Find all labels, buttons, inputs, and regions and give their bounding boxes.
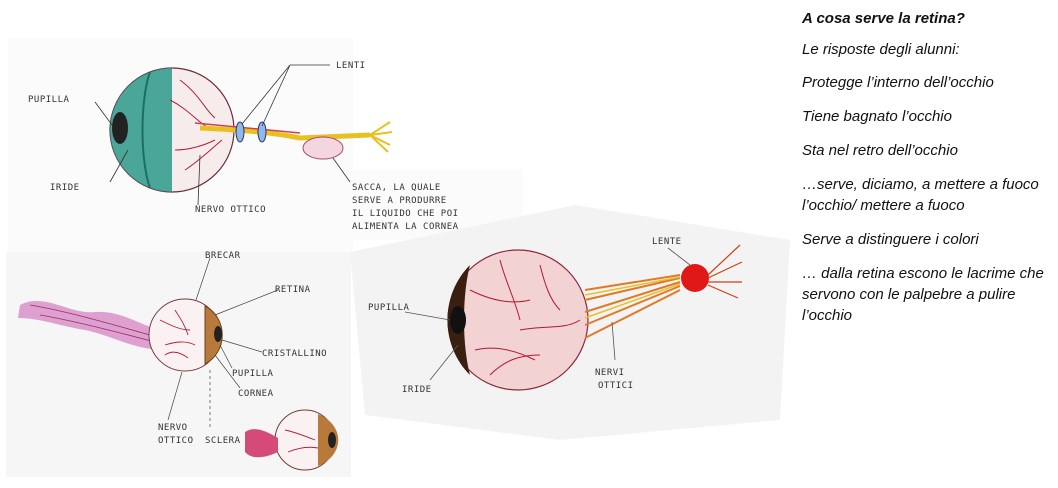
label-pupilla-bl: PUPILLA — [232, 369, 274, 379]
label-sacca-3: IL LIQUIDO CHE POI — [352, 209, 459, 219]
drawing-bottom-left: BRECAR RETINA CRISTALLINO PUPILLA CORNEA… — [6, 251, 351, 477]
panel-intro: Le risposte degli alunni: — [802, 41, 1052, 58]
label-retina: RETINA — [275, 285, 311, 295]
label-pupilla-top: PUPILLA — [28, 95, 70, 105]
answer-item: … dalla retina escono le lacrime che ser… — [802, 263, 1052, 326]
drawing-top-left: LENTI PUPILLA IRIDE NERVO OTTICO SACCA, … — [8, 38, 523, 253]
label-nervo-2: OTTICO — [158, 436, 194, 446]
label-sacca-2: SERVE A PRODURRE — [352, 196, 447, 206]
label-lenti: LENTI — [336, 61, 366, 71]
label-iride-right: IRIDE — [402, 385, 432, 395]
answer-item: Serve a distinguere i colori — [802, 229, 1052, 250]
label-sacca-1: SACCA, LA QUALE — [352, 183, 441, 193]
label-nervi-1: NERVI — [595, 368, 625, 378]
label-pupilla-right: PUPILLA — [368, 303, 410, 313]
label-cornea: CORNEA — [238, 389, 274, 399]
label-cristallino: CRISTALLINO — [262, 349, 327, 359]
drawing-right: LENTE PUPILLA IRIDE NERVI OTTICI — [350, 205, 790, 440]
drawings-area: LENTI PUPILLA IRIDE NERVO OTTICO SACCA, … — [0, 0, 790, 483]
eye-drawings-svg: LENTI PUPILLA IRIDE NERVO OTTICO SACCA, … — [0, 0, 790, 483]
label-nervo-ottico-top: NERVO OTTICO — [195, 205, 266, 215]
label-nervi-2: OTTICI — [598, 381, 634, 391]
label-sacca-4: ALIMENTA LA CORNEA — [352, 222, 459, 232]
label-sclera: SCLERA — [205, 436, 241, 446]
label-lente: LENTE — [652, 237, 682, 247]
answer-item: …serve, diciamo, a mettere a fuoco l’occ… — [802, 174, 1052, 216]
label-nervo-1: NERVO — [158, 423, 188, 433]
answers-panel: A cosa serve la retina? Le risposte degl… — [802, 10, 1052, 339]
answer-item: Tiene bagnato l’occhio — [802, 106, 1052, 127]
label-partial-top-bl: BRECAR — [205, 251, 241, 261]
label-iride-top: IRIDE — [50, 183, 80, 193]
answer-item: Protegge l’interno dell’occhio — [802, 72, 1052, 93]
panel-title: A cosa serve la retina? — [802, 10, 1052, 27]
answer-item: Sta nel retro dell’occhio — [802, 140, 1052, 161]
